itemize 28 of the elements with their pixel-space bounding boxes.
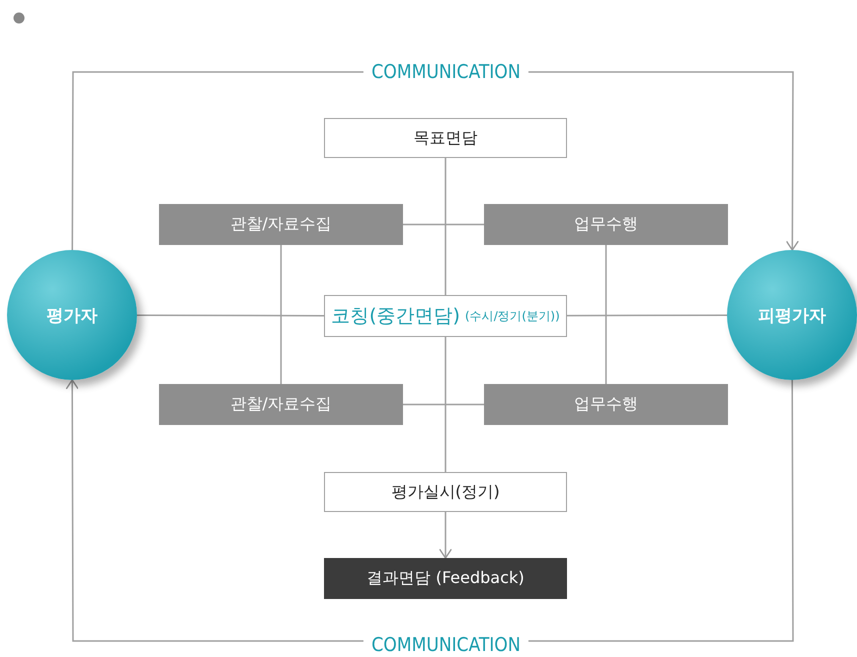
connector-line [403,404,484,406]
step-label: 평가실시(정기) [391,482,500,502]
connector-line [403,224,484,226]
connector-line [444,158,446,295]
connector-line [567,314,727,316]
result-box [324,558,567,599]
step-box [159,384,403,425]
step-box [484,204,728,245]
connector-line [137,314,324,316]
step-box [324,118,567,158]
connector-line [444,337,446,472]
step-label: 관찰/자료수집 [230,394,332,415]
step-note: (수시/정기(분기)) [465,308,560,324]
step-box [484,384,728,425]
connector-line [280,245,282,384]
step-label: 코칭(중간면담) [331,304,460,329]
step-box [324,472,567,512]
role-label: 피평가자 [758,304,826,326]
connector-line [605,245,607,384]
step-label: 관찰/자료수집 [230,214,332,235]
step-label: 업무수행 [574,214,638,235]
step-label: 결과면담 (Feedback) [366,568,524,589]
step-box [159,204,403,245]
arrow [438,512,452,559]
step-box [324,295,567,337]
step-label: 목표면담 [414,128,478,148]
role-label: 평가자 [46,304,98,326]
step-label: 업무수행 [574,394,638,415]
